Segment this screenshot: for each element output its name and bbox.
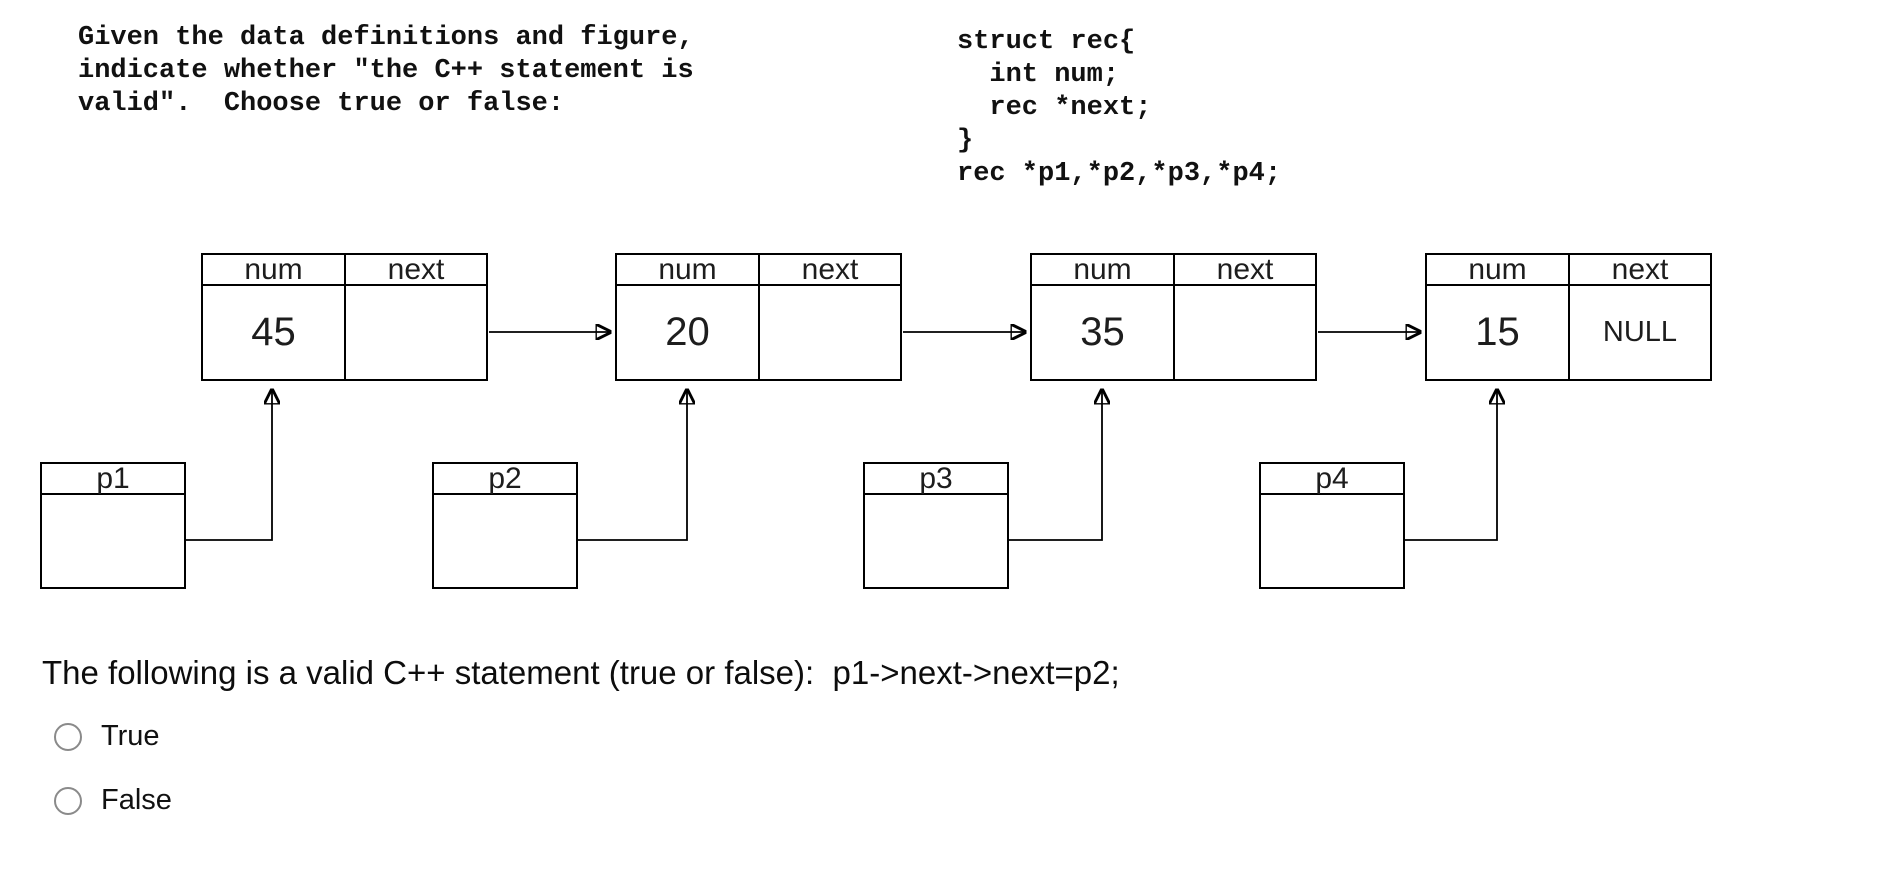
arrow-p1-to-node1 bbox=[186, 390, 272, 541]
pointer-p2-label: p2 bbox=[434, 462, 576, 495]
list-node-3: num next 35 bbox=[1030, 253, 1317, 381]
arrow-p3-to-node3 bbox=[1009, 390, 1102, 541]
list-node-1: num next 45 bbox=[201, 253, 488, 381]
pointer-p1-label: p1 bbox=[42, 462, 184, 495]
option-true-label[interactable]: True bbox=[101, 720, 160, 752]
node4-next-value: NULL bbox=[1602, 316, 1678, 348]
node2-num-header: num bbox=[617, 253, 760, 286]
node1-next-value bbox=[346, 286, 486, 379]
radio-true[interactable] bbox=[54, 722, 82, 751]
node3-next-value bbox=[1175, 286, 1315, 379]
node1-num-value: 45 bbox=[203, 286, 346, 379]
pointer-box-p1: p1 bbox=[40, 462, 186, 589]
node4-next-header: next bbox=[1570, 253, 1710, 286]
pointer-box-p2: p2 bbox=[432, 462, 578, 589]
pointer-p4-label: p4 bbox=[1261, 462, 1403, 495]
node3-num-value: 35 bbox=[1032, 286, 1175, 379]
question-text: The following is a valid C++ statement (… bbox=[42, 654, 1120, 691]
option-row-false[interactable]: False bbox=[54, 784, 172, 817]
node2-next-header: next bbox=[760, 253, 900, 286]
list-node-4: num next 15 NULL bbox=[1425, 253, 1712, 381]
node3-num-header: num bbox=[1032, 253, 1175, 286]
pointer-box-p3: p3 bbox=[863, 462, 1009, 589]
arrow-p2-to-node2 bbox=[578, 390, 687, 541]
node3-next-header: next bbox=[1175, 253, 1315, 286]
list-node-2: num next 20 bbox=[615, 253, 902, 381]
node4-num-value: 15 bbox=[1427, 286, 1570, 379]
instructions-text: Given the data definitions and figure, i… bbox=[78, 23, 694, 119]
option-false-label[interactable]: False bbox=[101, 784, 172, 816]
node4-num-header: num bbox=[1427, 253, 1570, 286]
node1-next-header: next bbox=[346, 253, 486, 286]
pointer-p3-label: p3 bbox=[865, 462, 1007, 495]
node1-num-header: num bbox=[203, 253, 346, 286]
arrow-p4-to-node4 bbox=[1405, 390, 1497, 541]
node2-num-value: 20 bbox=[617, 286, 760, 379]
radio-false[interactable] bbox=[54, 786, 82, 815]
option-row-true[interactable]: True bbox=[54, 720, 160, 753]
code-definition-block: struct rec{ int num; rec *next; } rec *p… bbox=[957, 27, 1282, 189]
pointer-box-p4: p4 bbox=[1259, 462, 1405, 589]
node2-next-value bbox=[760, 286, 900, 379]
